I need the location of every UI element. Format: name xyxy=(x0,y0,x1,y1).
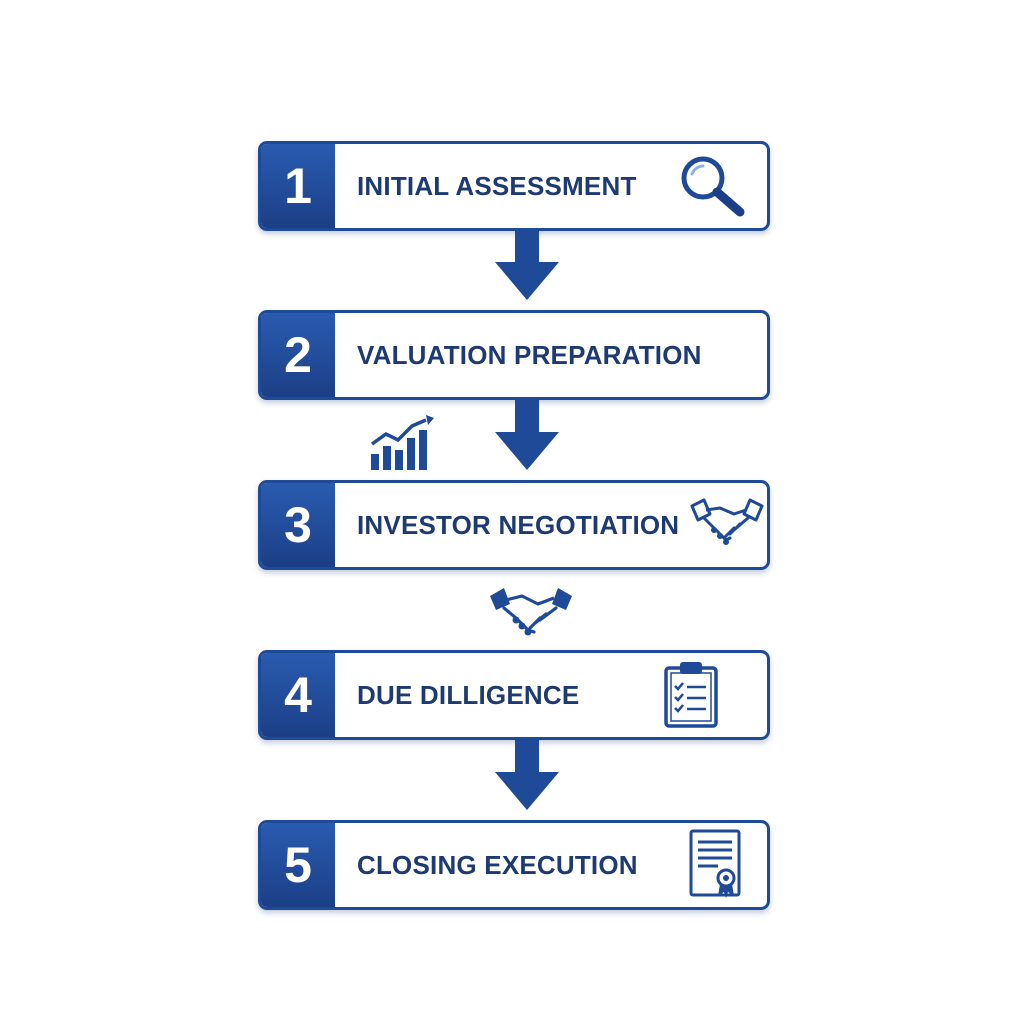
step-2-number: 2 xyxy=(261,313,335,397)
certificate-document-icon xyxy=(689,829,741,898)
step-3-label: INVESTOR NEGOTIATION xyxy=(357,509,680,540)
step-5-label: CLOSING EXECUTION xyxy=(357,849,638,880)
step-3-number: 3 xyxy=(261,483,335,567)
step-4-number: 4 xyxy=(261,653,335,737)
step-1-label: INITIAL ASSESSMENT xyxy=(357,170,637,201)
handshake-icon xyxy=(690,498,764,545)
growth-chart-icon xyxy=(370,415,434,470)
step-2-label: VALUATION PREPARATION xyxy=(357,339,702,370)
step-5-number: 5 xyxy=(261,823,335,907)
flow-arrow xyxy=(495,398,559,470)
step-4-label: DUE DILLIGENCE xyxy=(357,679,580,710)
step-3-box: 3 INVESTOR NEGOTIATION xyxy=(258,480,770,570)
flow-arrow xyxy=(495,228,559,300)
step-1-number: 1 xyxy=(261,144,335,228)
magnifying-glass-icon xyxy=(681,156,745,217)
flow-arrow xyxy=(495,738,559,810)
step-5-box: 5 CLOSING EXECUTION xyxy=(258,820,770,910)
clipboard-checklist-icon xyxy=(664,662,718,728)
handshake-icon xyxy=(490,588,572,636)
step-2-box: 2 VALUATION PREPARATION xyxy=(258,310,770,400)
